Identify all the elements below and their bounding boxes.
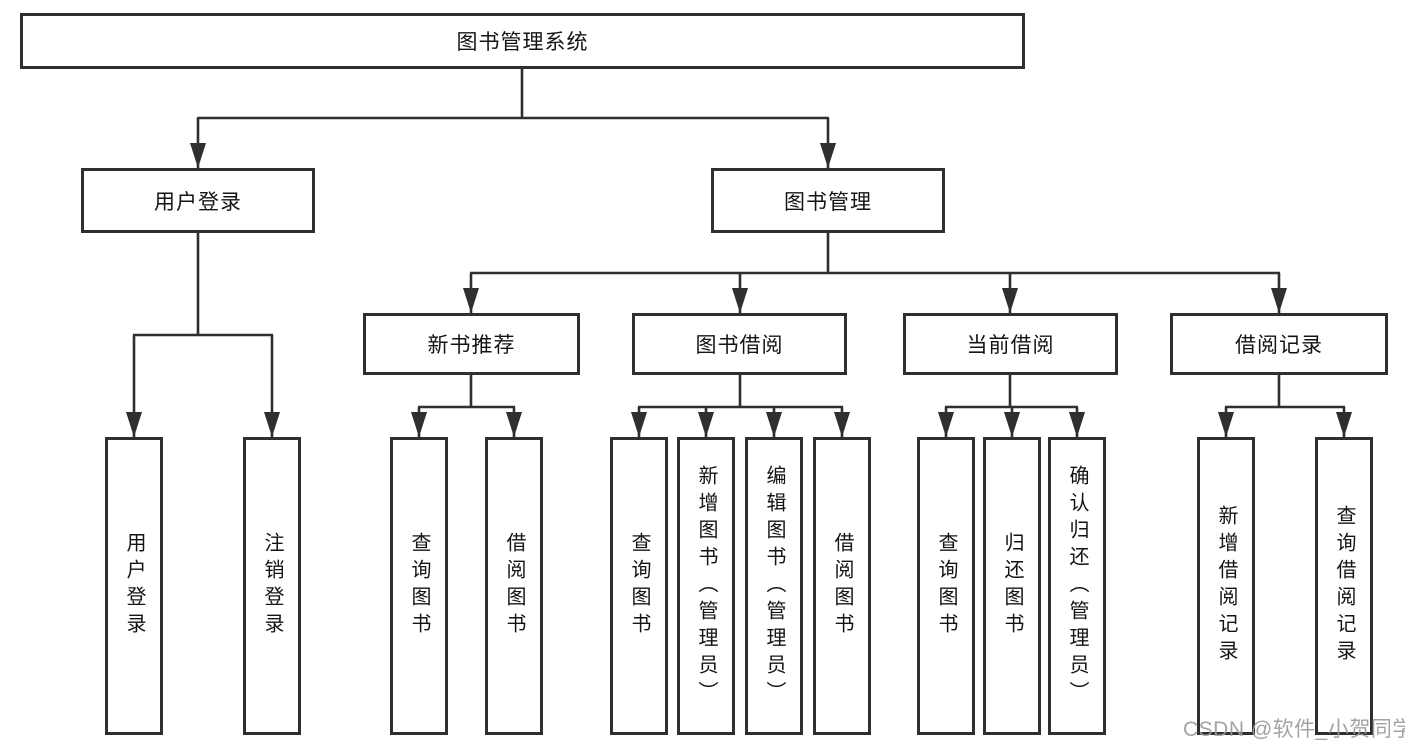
leaf-add-book-admin-label: 新增图书（管理员） [695,464,717,708]
connector-current-borrow-to-leaves [944,375,1079,437]
node-book-borrow: 图书借阅 [632,313,847,375]
leaf-user-login-label: 用户登录 [123,532,145,640]
connector-borrow-records-to-leaves [1224,375,1346,437]
node-book-mgmt-branch: 图书管理 [711,168,945,233]
node-book-mgmt-branch-label: 图书管理 [784,190,872,214]
leaf-query-books-rec: 查询图书 [390,437,448,735]
leaf-borrow-books-rec-label: 借阅图书 [503,532,525,640]
node-borrow-records-label: 借阅记录 [1235,334,1323,357]
node-root-label: 图书管理系统 [456,31,589,54]
leaf-query-books-current-label: 查询图书 [935,532,957,640]
leaf-confirm-return-admin-label: 确认归还（管理员） [1066,464,1088,708]
connector-new-book-rec-to-leaves [417,375,516,437]
leaf-borrow-books-rec: 借阅图书 [485,437,543,735]
leaf-query-books-rec-label: 查询图书 [408,532,430,640]
connector-book-borrow-to-leaves [637,375,844,437]
leaf-query-books-borrow-label: 查询图书 [628,532,650,640]
leaf-add-borrow-record: 新增借阅记录 [1197,437,1255,735]
leaf-return-book: 归还图书 [983,437,1041,735]
leaf-query-borrow-record: 查询借阅记录 [1315,437,1373,735]
leaf-borrow-books: 借阅图书 [813,437,871,735]
leaf-borrow-books-label: 借阅图书 [831,532,853,640]
connector-book-mgmt-to-level3 [469,233,1281,313]
leaf-user-login: 用户登录 [105,437,163,735]
leaf-query-books-borrow: 查询图书 [610,437,668,735]
csdn-watermark: CSDN @软件_小贺同学 [1183,718,1405,741]
node-book-borrow-label: 图书借阅 [695,334,784,357]
leaf-logout: 注销登录 [243,437,301,735]
connector-user-login-to-leaves [132,233,274,437]
node-current-borrow-label: 当前借阅 [966,334,1055,357]
leaf-add-borrow-record-label: 新增借阅记录 [1215,505,1237,667]
node-user-login-branch: 用户登录 [81,168,315,233]
leaf-query-borrow-record-label: 查询借阅记录 [1333,505,1355,667]
node-current-borrow: 当前借阅 [903,313,1118,375]
leaf-edit-book-admin: 编辑图书（管理员） [745,437,803,735]
node-borrow-records: 借阅记录 [1170,313,1388,375]
leaf-add-book-admin: 新增图书（管理员） [677,437,735,735]
node-new-book-rec: 新书推荐 [363,313,580,375]
leaf-confirm-return-admin: 确认归还（管理员） [1048,437,1106,735]
leaf-edit-book-admin-label: 编辑图书（管理员） [763,464,785,708]
leaf-query-books-current: 查询图书 [917,437,975,735]
node-root: 图书管理系统 [20,13,1025,69]
leaf-return-book-label: 归还图书 [1001,532,1023,640]
leaf-logout-label: 注销登录 [261,532,283,640]
node-user-login-branch-label: 用户登录 [154,190,242,214]
connector-root-to-level2 [196,68,830,168]
node-new-book-rec-label: 新书推荐 [427,334,516,357]
